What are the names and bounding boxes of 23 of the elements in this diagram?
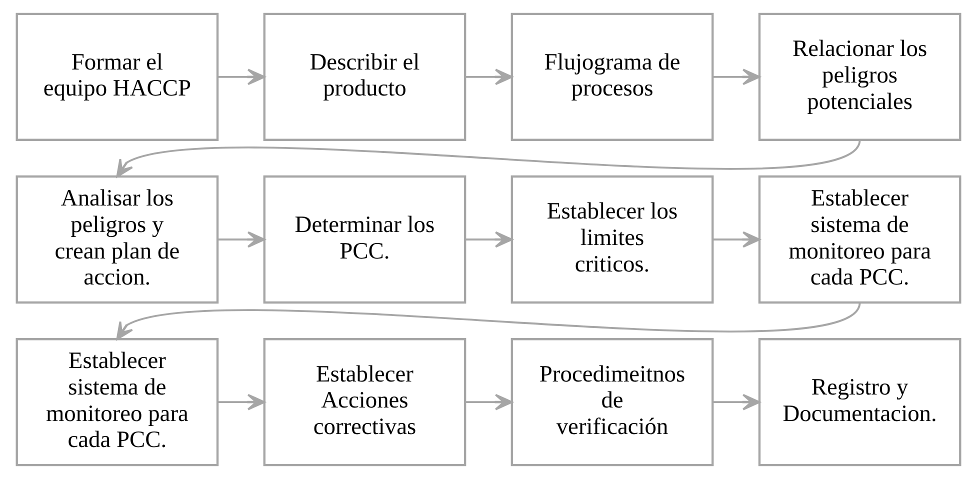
arrow <box>116 139 860 178</box>
node-box: Establecer Acciones correctivas <box>262 338 466 466</box>
arrow <box>217 68 265 86</box>
node-box: Flujograma de procesos <box>510 12 714 141</box>
arrow <box>464 231 512 248</box>
arrow <box>712 394 760 410</box>
node-box: Registro y Documentacion. <box>758 338 961 466</box>
node-box: Determinar los PCC. <box>262 175 466 304</box>
node-box: Establecer los limites criticos. <box>510 175 714 304</box>
arrow <box>712 68 760 86</box>
arrow <box>464 394 512 410</box>
arrow <box>464 68 512 86</box>
arrow <box>217 231 265 248</box>
node-box: Formar el equipo HACCP <box>15 12 218 141</box>
node-box: Establecer sistema de monitoreo para cada PCC. <box>758 175 961 304</box>
node-box: Describir el producto <box>262 12 466 141</box>
arrow <box>712 231 760 248</box>
node-box: Analisar los peligros y crean plan de accion. <box>15 175 218 304</box>
node-box: Relacionar los peligros potenciales <box>758 12 961 141</box>
arrow <box>217 394 265 410</box>
node-box: Establecer sistema de monitoreo para cada PCC. <box>15 338 218 466</box>
arrow <box>116 302 860 340</box>
node-box: Procedimeitnos de verificación <box>510 338 714 466</box>
